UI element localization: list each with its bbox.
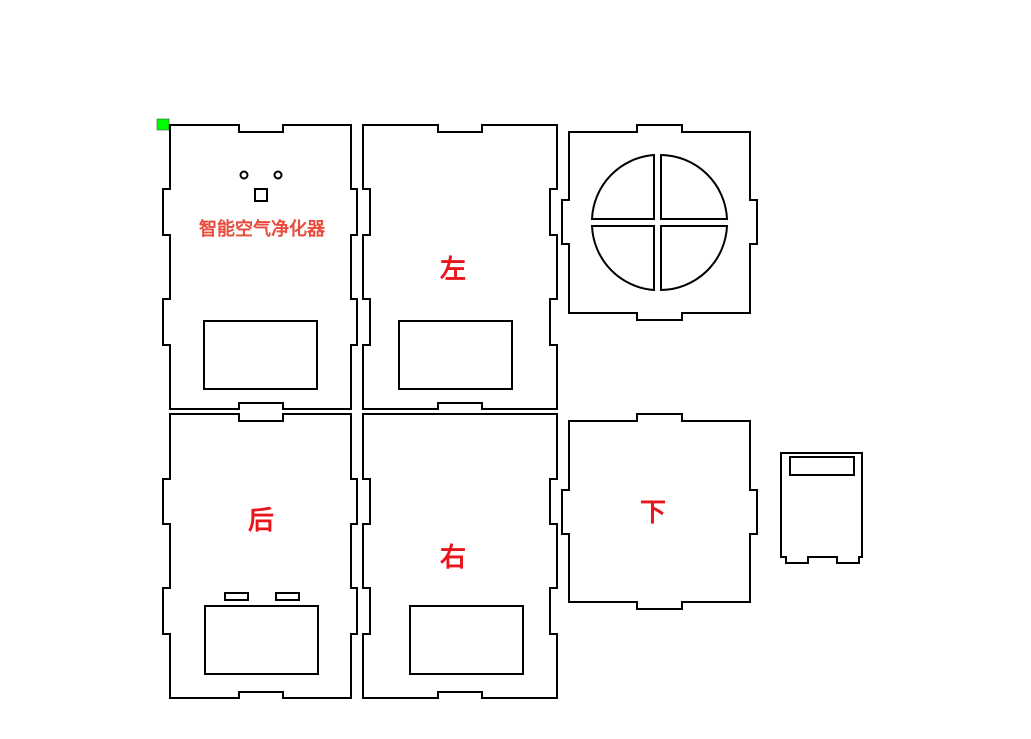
window-cutout (398, 320, 513, 390)
top-panel (561, 124, 758, 321)
front-title: 智能空气净化器 (199, 218, 326, 240)
hole-left (239, 170, 249, 180)
display-cutout (789, 456, 855, 476)
slot-left (224, 592, 249, 601)
back-label: 后 (248, 506, 274, 536)
vent-quarter-tl (590, 153, 655, 220)
small-panel (780, 452, 863, 564)
vent-quarter-br (660, 225, 729, 292)
window-cutout (204, 605, 319, 675)
window-cutout (409, 605, 524, 675)
bottom-label: 下 (640, 498, 666, 528)
right-panel: 右 (362, 413, 558, 699)
window-cutout (203, 320, 318, 390)
hole-right (273, 170, 283, 180)
left-panel: 左 (362, 124, 558, 410)
vent-quarter-bl (590, 225, 655, 292)
left-label: 左 (440, 255, 466, 285)
back-panel: 后 (162, 413, 358, 699)
front-panel: 智能空气净化器 (162, 124, 358, 410)
bottom-panel: 下 (561, 413, 758, 610)
slot-right (275, 592, 300, 601)
origin-marker[interactable] (156, 118, 170, 131)
square-hole (254, 188, 268, 202)
right-label: 右 (440, 543, 466, 573)
vent-quarter-tr (660, 153, 729, 220)
